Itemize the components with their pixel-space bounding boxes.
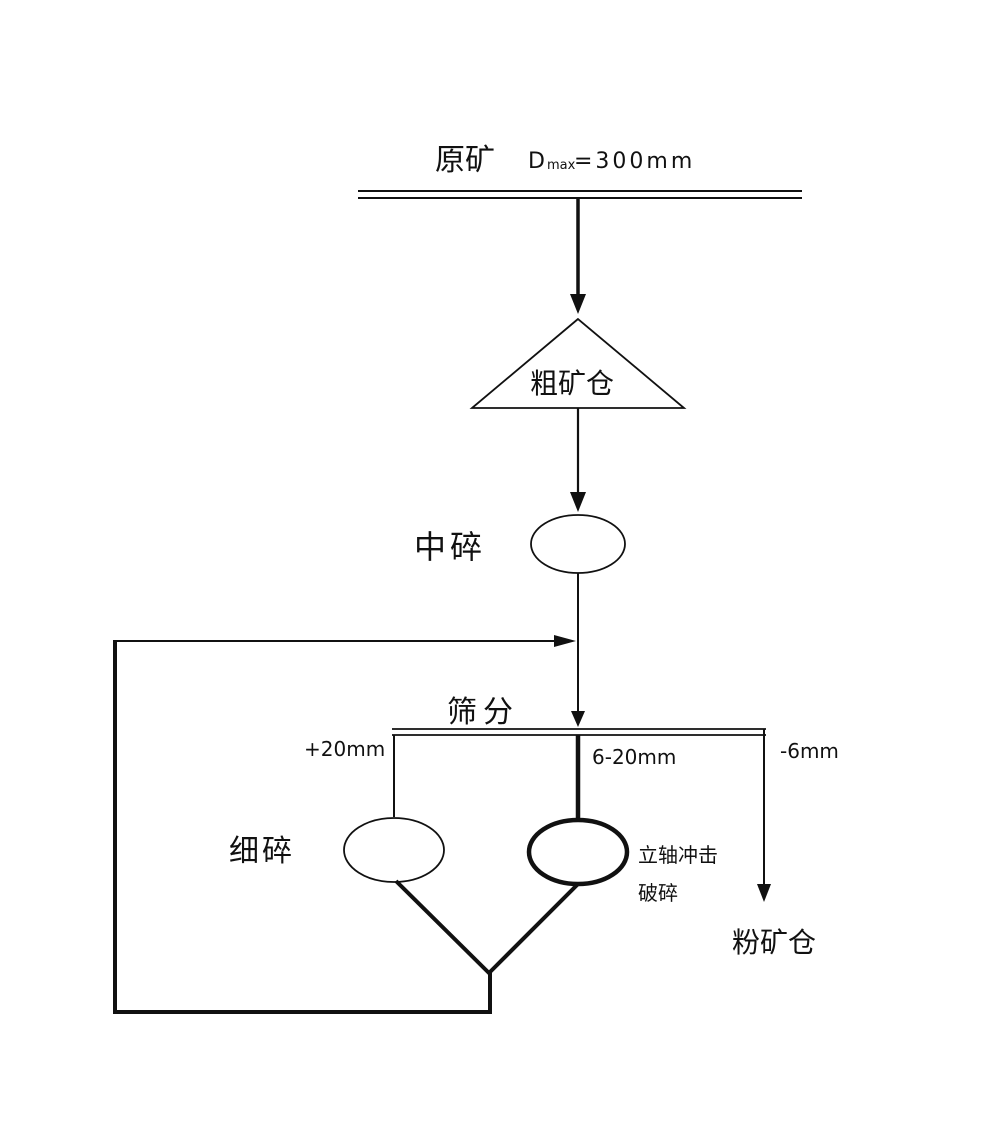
undersize-label: -6mm [780, 739, 839, 763]
fine-ore-bin-label: 粉矿仓 [732, 926, 816, 959]
oversize-label: +20mm [304, 737, 385, 761]
dmax-subscript: max [547, 158, 576, 173]
vsi-crusher-ellipse [526, 817, 630, 887]
middle-fraction-label: 6-20mm [592, 745, 676, 769]
vsi-crusher-label-line2: 破碎 [638, 881, 678, 905]
arrow-to-screen [571, 711, 585, 727]
arrow-recycle-join [554, 635, 576, 647]
vsi-product-line [486, 882, 580, 976]
fine-crusher-ellipse [343, 817, 445, 883]
raw-ore-label: 原矿 [435, 143, 495, 178]
arrow-to-fine-ore-bin [757, 884, 771, 902]
fine-crusher-product-line [394, 879, 492, 976]
dmax-symbol: D [528, 149, 547, 174]
arrow-raw-to-bin [570, 294, 586, 314]
raw-ore-feed-bar [358, 190, 802, 199]
screening-label: 筛分 [447, 695, 519, 730]
vsi-crusher-label-line1: 立轴冲击 [638, 843, 718, 867]
medium-crusher-ellipse [530, 514, 626, 574]
fine-crusher-label: 细碎 [229, 834, 295, 869]
arrow-bin-to-medium-crusher [570, 492, 586, 512]
dmax-value: =300mm [574, 149, 695, 174]
coarse-ore-bin-label: 粗矿仓 [530, 367, 614, 400]
medium-crusher-label: 中碎 [414, 528, 486, 566]
